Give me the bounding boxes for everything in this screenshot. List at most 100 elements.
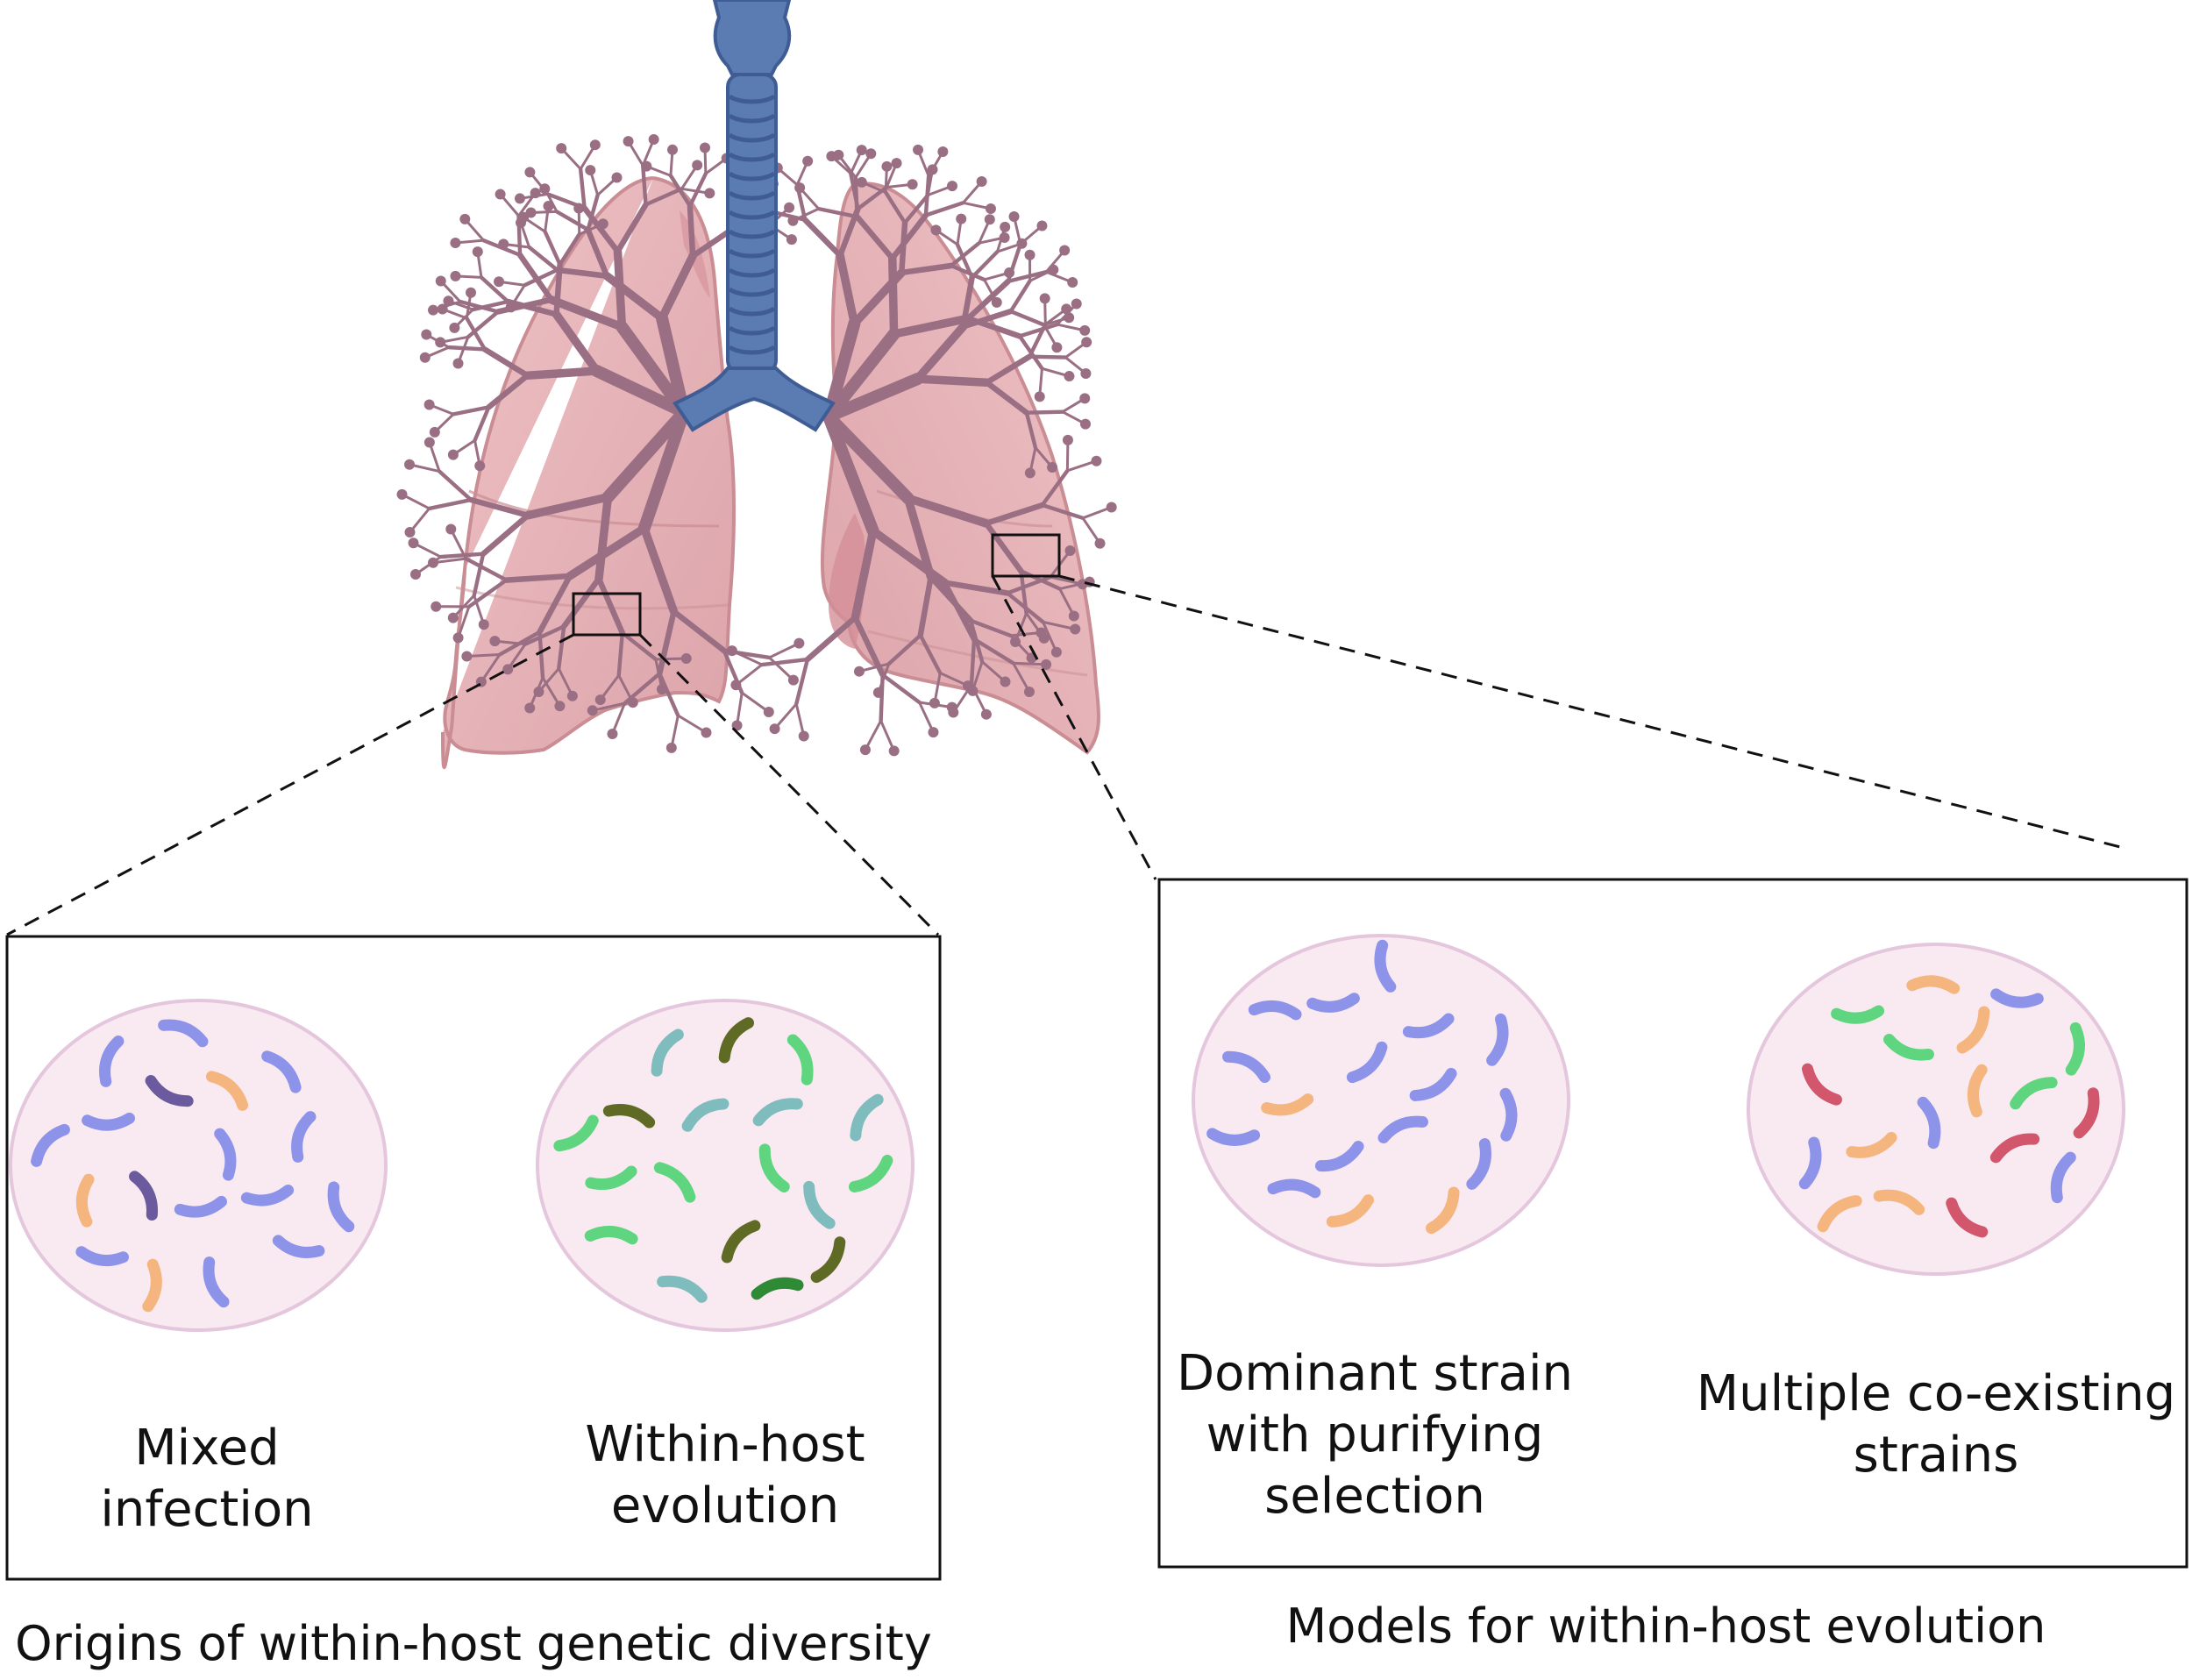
alveolus [452, 359, 463, 369]
bronchus [430, 500, 472, 509]
alveolus [1064, 371, 1074, 381]
alveolus [786, 234, 797, 245]
bronchus [762, 659, 808, 665]
alveolus [1009, 211, 1020, 222]
alveolus [1063, 435, 1073, 445]
alveolus [928, 727, 938, 737]
alveolus [986, 203, 996, 214]
culture-dish [11, 1000, 386, 1330]
alveolus [1048, 265, 1058, 275]
left-panel-caption: Origins of within-host genetic diversity [0, 1616, 947, 1672]
alveolus [595, 694, 606, 705]
alveolus [794, 638, 804, 649]
alveolus [704, 188, 715, 198]
bronchus [917, 379, 986, 382]
alveolus [585, 165, 595, 175]
alveolus [612, 173, 623, 183]
bronchus [972, 252, 998, 277]
alveolus [1081, 337, 1092, 347]
dish-outline [1748, 944, 2124, 1274]
alveolus [516, 217, 526, 228]
alveolus [930, 224, 941, 235]
alveolus [410, 569, 421, 580]
alveolus [1000, 222, 1010, 232]
bronchus [453, 407, 488, 414]
alveolus [515, 193, 525, 203]
bronchus [557, 211, 588, 230]
alveolus [1036, 221, 1047, 231]
alveolus [666, 743, 677, 753]
bronchus [971, 639, 974, 685]
alveolus [913, 145, 923, 155]
alveolus [764, 707, 774, 717]
alveolus [784, 203, 794, 213]
alveolus [430, 427, 440, 438]
within-host-evolution-label: Within-host evolution [550, 1414, 900, 1537]
alveolus [450, 271, 460, 281]
bronchus [474, 554, 483, 595]
bronchus [439, 472, 471, 501]
alveolus [992, 297, 1002, 308]
bronchus [1029, 357, 1065, 358]
alveolus [1016, 238, 1027, 249]
bronchus [1027, 412, 1063, 413]
alveolus [692, 160, 702, 170]
alveolus [727, 645, 737, 656]
alveolus [1024, 687, 1035, 697]
alveolus [1059, 246, 1070, 256]
alveolus [428, 305, 438, 316]
multiple-strains-label: Multiple co-existing strains [1664, 1363, 2192, 1486]
alveolus [445, 524, 456, 535]
alveolus [428, 558, 438, 568]
alveolus [1079, 325, 1090, 336]
alveolus [1047, 462, 1057, 473]
alveolus [700, 142, 710, 153]
alveolus [1000, 232, 1010, 243]
bronchus [901, 223, 905, 273]
alveolus [892, 158, 902, 168]
alveolus [466, 288, 476, 298]
alveolus [473, 246, 483, 257]
alveolus [641, 161, 651, 172]
alveolus [802, 156, 813, 167]
culture-dish [537, 1000, 913, 1330]
alveolus [937, 146, 948, 157]
bronchus [475, 407, 489, 440]
dominant-strain-label: Dominant strain with purifying selection [1156, 1343, 1594, 1527]
alveolus [701, 727, 711, 737]
alveolus [450, 238, 460, 248]
alveolus [397, 489, 408, 500]
alveolus [1051, 342, 1062, 352]
alveolus [526, 208, 537, 218]
bacteria-icon [1213, 1134, 1255, 1141]
alveolus [498, 238, 509, 249]
alveolus [420, 352, 431, 363]
alveolus [956, 214, 966, 224]
bronchus [580, 169, 585, 209]
alveolus [854, 666, 865, 677]
alveolus [1095, 538, 1106, 549]
alveolus [1004, 267, 1014, 278]
alveolus [981, 709, 992, 720]
alveolus [857, 177, 867, 188]
alveolus [881, 161, 892, 172]
alveolus [424, 400, 435, 410]
alveolus [567, 691, 578, 701]
alveolus [524, 167, 535, 177]
alveolus [502, 664, 513, 674]
culture-dish [1193, 936, 1569, 1265]
alveolus [1069, 610, 1079, 621]
alveolus [453, 632, 464, 643]
alveolus [1067, 277, 1078, 288]
alveolus [667, 145, 678, 155]
alveolus [1107, 502, 1117, 513]
bronchus [805, 220, 840, 256]
alveolus [590, 139, 601, 150]
bronchus [468, 311, 498, 337]
alveolus [449, 323, 459, 333]
alveolus [556, 143, 566, 153]
alveolus [409, 537, 419, 548]
alveolus [573, 203, 584, 214]
alveolus [788, 675, 799, 686]
